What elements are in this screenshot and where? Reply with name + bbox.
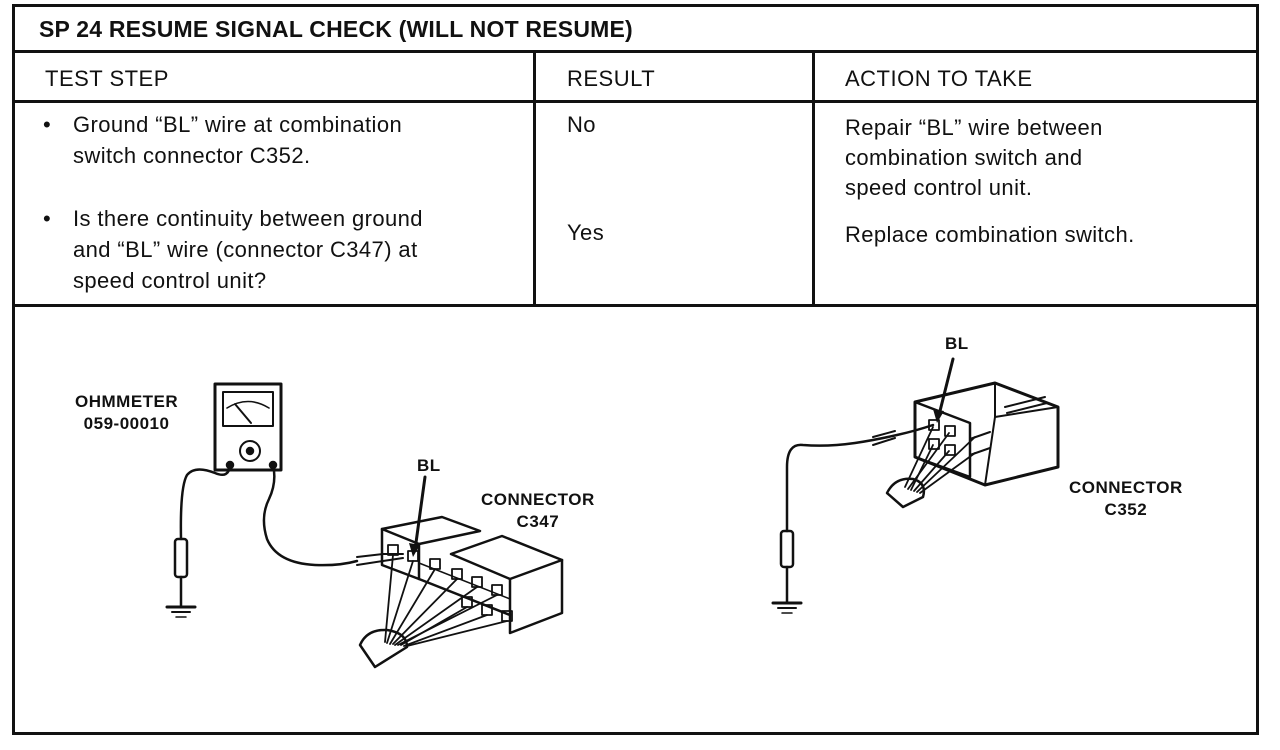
connector-c347-icon: [380, 515, 564, 635]
connector-c347-label: CONNECTOR C347: [481, 489, 595, 533]
header-test-step: TEST STEP: [45, 66, 169, 91]
test-step-line: and “BL” wire (connector C347) at: [73, 237, 418, 262]
test-step-line: Ground “BL” wire at combination: [73, 112, 403, 137]
bl-label-left: BL: [417, 456, 441, 475]
ground-lead: [179, 463, 232, 541]
action-yes: Replace combination switch.: [845, 219, 1135, 250]
test-step-line: speed control unit?: [73, 268, 267, 293]
test-lead-c352: [785, 423, 935, 533]
ohmmeter-icon: [213, 382, 283, 472]
bullet-icon: •: [43, 206, 51, 231]
test-step-text: Ground “BL” wire at combination switch c…: [73, 109, 402, 171]
column-divider-1: [533, 53, 536, 307]
test-lead: [262, 463, 359, 567]
header-action: ACTION TO TAKE: [845, 66, 1033, 91]
wiring-diagram: OHMMETER 059-00010 BL CONNECTOR C347 BL …: [15, 307, 1256, 735]
connector-c352-label: CONNECTOR C352: [1069, 477, 1183, 521]
column-divider-2: [812, 53, 815, 307]
ohmmeter-name: OHMMETER: [75, 392, 179, 411]
ohmmeter-part-number: 059-00010: [83, 414, 170, 433]
ground-probe-c352: [779, 529, 795, 569]
test-step-line: Is there continuity between ground: [73, 206, 423, 231]
bullet-icon: •: [43, 112, 51, 137]
action-no: Repair “BL” wire between combination swi…: [845, 113, 1103, 203]
ohmmeter-label: OHMMETER 059-00010: [75, 391, 178, 435]
test-step-text: Is there continuity between ground and “…: [73, 203, 423, 296]
wiring-illustration: [165, 357, 1060, 669]
connector-id-text: C347: [516, 512, 560, 531]
wire-bundle-c352: [904, 426, 976, 494]
connector-label-text: CONNECTOR: [1069, 478, 1183, 497]
connector-id-text: C352: [1104, 500, 1148, 519]
header-result: RESULT: [567, 66, 656, 91]
table-header-row: TEST STEP RESULT ACTION TO TAKE: [15, 53, 1256, 103]
wire-bundle-c347: [384, 554, 508, 647]
table-body-row: • Ground “BL” wire at combination switch…: [15, 103, 1256, 307]
bl-label-right: BL: [945, 334, 969, 353]
title-row: SP 24 RESUME SIGNAL CHECK (WILL NOT RESU…: [15, 7, 1256, 53]
test-step-line: switch connector C352.: [73, 143, 311, 168]
ground-probe: [173, 537, 189, 579]
connector-c352-icon: [913, 381, 1060, 487]
page-title: SP 24 RESUME SIGNAL CHECK (WILL NOT RESU…: [39, 16, 633, 42]
diagnostic-chart-frame: SP 24 RESUME SIGNAL CHECK (WILL NOT RESU…: [12, 4, 1259, 735]
connector-label-text: CONNECTOR: [481, 490, 595, 509]
action-line: Replace combination switch.: [845, 222, 1135, 247]
result-yes: Yes: [567, 220, 605, 245]
result-no: No: [567, 112, 596, 137]
action-line: combination switch and: [845, 145, 1083, 170]
action-line: Repair “BL” wire between: [845, 115, 1103, 140]
action-line: speed control unit.: [845, 175, 1033, 200]
